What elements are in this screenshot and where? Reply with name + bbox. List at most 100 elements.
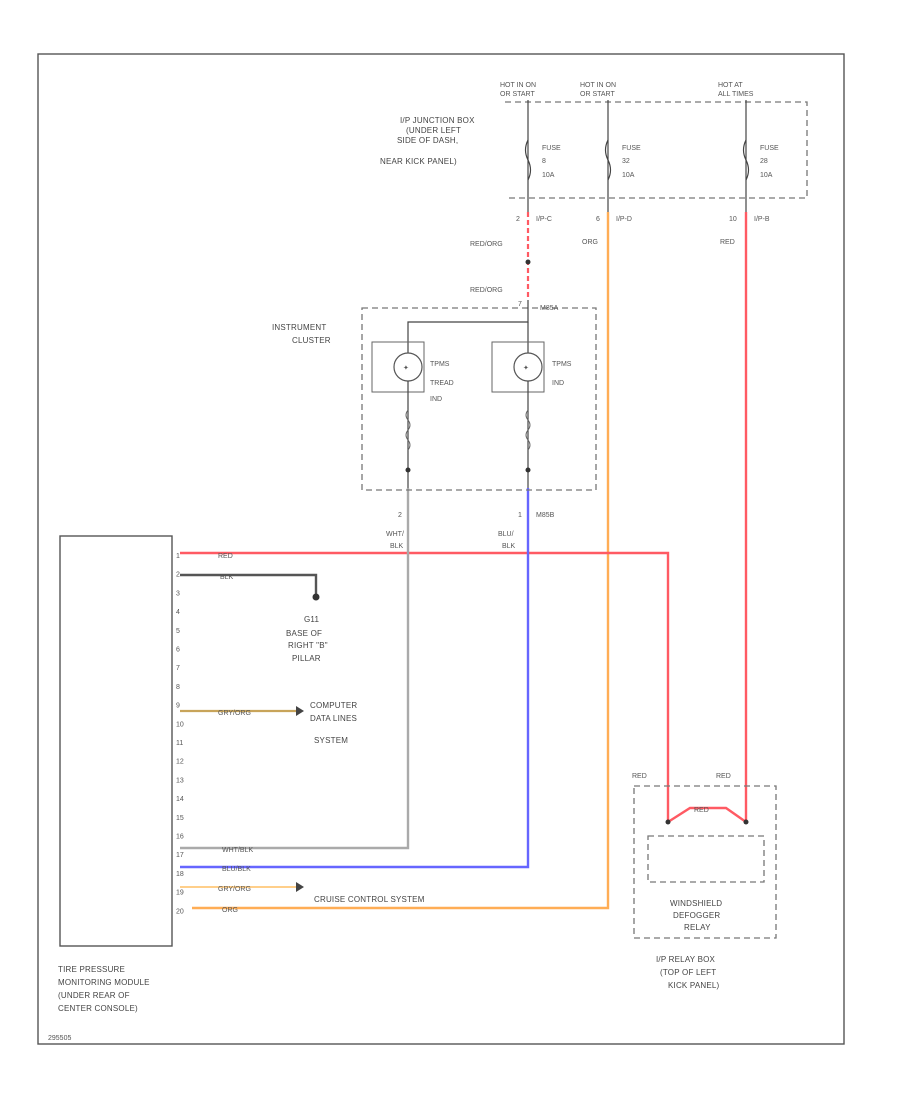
feed-label-1a: HOT IN ON [500, 82, 536, 89]
relay-label-3: RELAY [684, 923, 711, 932]
relay-box-label-3: KICK PANEL) [668, 981, 720, 990]
cluster-pin-2: 2 [398, 512, 402, 519]
module-pin-4: 4 [176, 609, 180, 616]
junction-box-outline [505, 101, 808, 199]
relay-box-label-1: I/P RELAY BOX [656, 955, 716, 964]
junction-box-label-2: (UNDER LEFT [406, 126, 461, 135]
wire-label-red: RED [720, 239, 735, 246]
fuse-28-name: FUSE [760, 145, 779, 152]
lamp1-symbol: ✦ [403, 364, 409, 372]
relay-box-label-2: (TOP OF LEFT [660, 968, 716, 977]
wire-pin18: GRY/ORG [180, 882, 304, 893]
conn-label-ipb: I/P-B [754, 216, 770, 223]
module-pin-11: 11 [176, 740, 183, 747]
fuse-8-amp: 10A [542, 172, 555, 179]
wire-label-pin19: ORG [222, 907, 238, 914]
module-pin-18: 18 [176, 871, 184, 878]
module-pin-20: 20 [176, 908, 184, 915]
fuse-8: FUSE 8 10A [524, 100, 561, 212]
lamp1-label-2: TREAD [430, 380, 454, 387]
footer-code: 295505 [48, 1035, 71, 1042]
module-pin-10: 10 [176, 721, 184, 728]
wire-red-module: RED [180, 551, 670, 822]
cluster-wire-label-1a: WHT/ [386, 531, 404, 538]
relay-outline [647, 835, 765, 883]
feed-label-2b: OR START [580, 91, 615, 98]
cluster-wire-label-1b: BLK [390, 543, 404, 550]
ground-label-2: BASE OF [286, 629, 322, 638]
data-lines-label-2: DATA LINES [310, 714, 357, 723]
fuse-32: FUSE 32 10A [604, 100, 641, 212]
wire-red-org: RED/ORG RED/ORG [470, 212, 531, 300]
relay-box-outline [633, 785, 777, 939]
wire-label-pin16: WHT/BLK [222, 847, 253, 854]
wire-label-pin9: GRY/ORG [218, 710, 251, 717]
lamp2-housing [491, 341, 545, 393]
cluster-connector: M85A [540, 305, 559, 312]
module-pin-16: 16 [176, 834, 184, 841]
module-pin-8: 8 [176, 684, 180, 691]
fuse-32-amp: 10A [622, 172, 635, 179]
module-label-1: TIRE PRESSURE [58, 965, 125, 974]
wire-label-pin1: RED [218, 553, 233, 560]
fuse-28: FUSE 28 10A [742, 100, 779, 212]
cluster-conn-pin: 7 [518, 301, 522, 308]
fuse-32-num: 32 [622, 158, 630, 165]
module-pin-9: 9 [176, 703, 180, 710]
fuse-32-name: FUSE [622, 145, 641, 152]
wire-ground: BLK G11 BASE OF RIGHT "B" PILLAR [180, 573, 328, 663]
defogger-relay: RED RED RED WINDSHIELD DEFOGGER RELAY I/… [632, 773, 777, 990]
wire-red-relay: RED [720, 212, 748, 822]
cluster-label-1: INSTRUMENT [272, 323, 326, 332]
feed-label-2a: HOT IN ON [580, 82, 616, 89]
lamp1-label-1: TPMS [430, 361, 450, 368]
module-pin-6: 6 [176, 647, 180, 654]
feed-label-3a: HOT AT [718, 82, 743, 89]
junction-box-label-1: I/P JUNCTION BOX [400, 116, 475, 125]
fuse-8-num: 8 [542, 158, 546, 165]
module-pin-1: 1 [176, 553, 180, 560]
cluster-label-2: CLUSTER [292, 336, 331, 345]
conn-label-ipd: I/P-D [616, 216, 632, 223]
module-label-4: CENTER CONSOLE) [58, 1004, 138, 1013]
data-lines-label-3: SYSTEM [314, 736, 348, 745]
module-pin-13: 13 [176, 777, 184, 784]
module-pin-14: 14 [176, 796, 184, 803]
ground-label-4: PILLAR [292, 654, 321, 663]
module-outline [59, 535, 173, 947]
relay-wire-label-2: RED [716, 773, 731, 780]
cluster-wire-label-2a: BLU/ [498, 531, 514, 538]
conn-label-ipc: I/P-C [536, 216, 552, 223]
lamp1-label-3: IND [430, 396, 442, 403]
relay-label-2: DEFOGGER [673, 911, 720, 920]
relay-wire-label-1: RED [632, 773, 647, 780]
pin-label-2: 2 [516, 216, 520, 223]
wire-blu-blk: BLU/BLK [180, 488, 530, 873]
wire-label-red-org-1: RED/ORG [470, 241, 503, 248]
wire-label-org: ORG [582, 239, 598, 246]
module-pin-5: 5 [176, 628, 180, 635]
feed-label-1b: OR START [500, 91, 535, 98]
lamp1-housing [371, 341, 425, 393]
module-pin-2: 2 [176, 572, 180, 579]
wire-label-pin17: BLU/BLK [222, 866, 251, 873]
module-pin-15: 15 [176, 815, 184, 822]
diagram-frame [37, 53, 845, 1045]
wire-orange: ORG [192, 212, 610, 910]
data-lines-label-1: COMPUTER [310, 701, 357, 710]
cruise-control-label: CRUISE CONTROL SYSTEM [314, 895, 425, 904]
pin-label-6: 6 [596, 216, 600, 223]
wire-data-lines: GRY/ORG COMPUTER DATA LINES SYSTEM [180, 701, 357, 745]
module-pin-17: 17 [176, 852, 184, 859]
pin-label-10: 10 [729, 216, 737, 223]
fuse-28-amp: 10A [760, 172, 773, 179]
cluster-pin-1: 1 [518, 512, 522, 519]
fuse-8-name: FUSE [542, 145, 561, 152]
fuse-28-num: 28 [760, 158, 768, 165]
junction-box-label-3: SIDE OF DASH, [397, 136, 458, 145]
cluster-outline [361, 307, 597, 491]
instrument-cluster: INSTRUMENT CLUSTER 7 M85A ✦ TPMS TREAD I… [272, 300, 597, 550]
cluster-conn-m85b: M85B [536, 512, 555, 519]
